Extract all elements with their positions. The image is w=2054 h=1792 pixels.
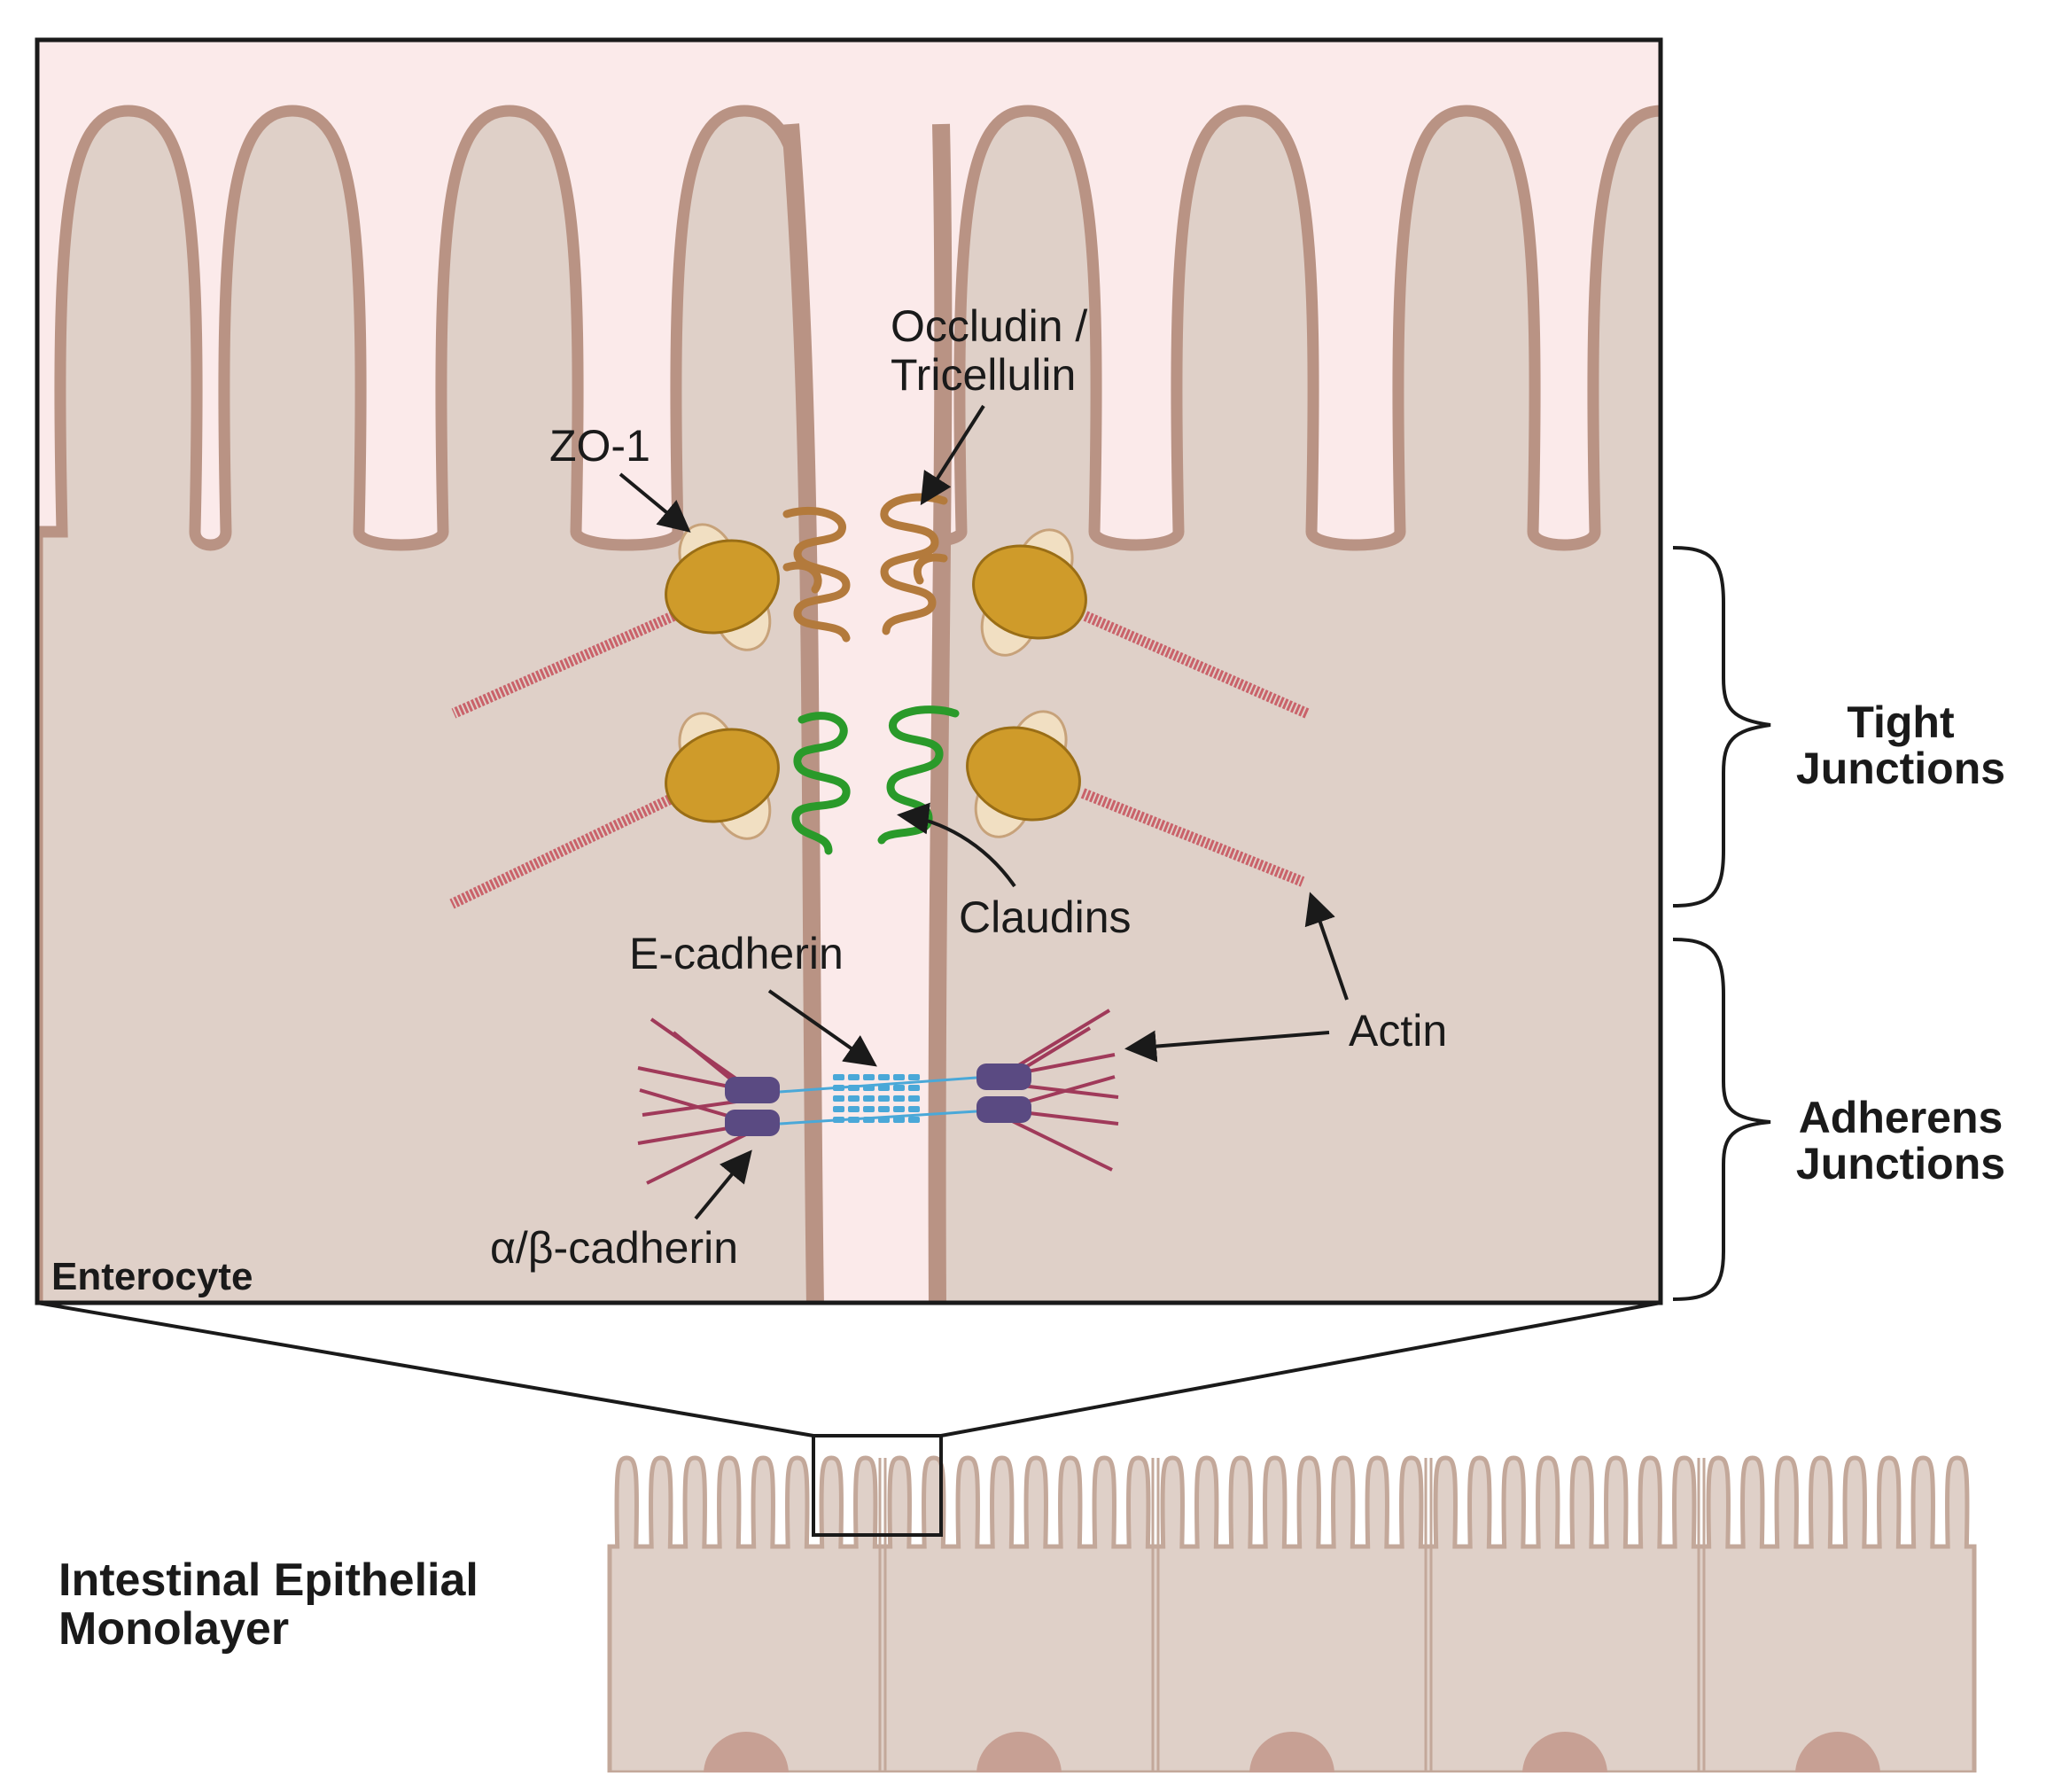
e-cadherin-bead [878, 1085, 890, 1091]
alpha-beta-cadherin-block [725, 1077, 780, 1103]
cell-border [1424, 1458, 1433, 1773]
e-cadherin-bead [833, 1095, 844, 1102]
e-cadherin-bead [893, 1117, 905, 1123]
e-cadherin-bead [878, 1106, 890, 1112]
label-actin: Actin [1349, 1006, 1447, 1056]
label-adherens-line2: Junctions [1796, 1139, 2005, 1188]
zoom-region-box [812, 1434, 943, 1537]
epithelial-monolayer [607, 1434, 1977, 1773]
label-zo1: ZO-1 [549, 421, 650, 471]
zo1-protein [966, 710, 1081, 838]
zo1-protein [665, 523, 780, 651]
actin-filament [1083, 611, 1310, 719]
e-cadherin-bead [878, 1074, 890, 1080]
cell-border [1697, 1458, 1706, 1773]
tight-junctions-brace [1672, 546, 1771, 908]
enterocyte-zoom-panel [35, 37, 1663, 1305]
e-cadherin-bead [833, 1074, 844, 1080]
intercellular-space [790, 124, 944, 1303]
arrow-ab-cadherin [694, 1149, 752, 1220]
monolayer-cells [607, 1455, 1977, 1773]
nucleus [1522, 1732, 1607, 1773]
e-cadherin-bead [878, 1095, 890, 1102]
e-cadherin-strands [779, 1074, 977, 1126]
label-arrows [619, 404, 1349, 1220]
actin-filament [1080, 788, 1305, 887]
zoom-connector-right [940, 1301, 1661, 1437]
arrow-claudins [897, 802, 1016, 888]
arrow-actin-aj [1124, 1030, 1330, 1063]
cell-borders [878, 1458, 1706, 1773]
e-cadherin-bead [863, 1074, 875, 1080]
e-cadherin-bead [893, 1095, 905, 1102]
e-cadherin-bead [833, 1106, 844, 1112]
actin-filament [451, 611, 676, 719]
e-cadherin-bead [848, 1095, 860, 1102]
e-cadherin-bead [863, 1085, 875, 1091]
label-ecadherin: E-cadherin [629, 929, 844, 978]
e-cadherin-bead [908, 1106, 920, 1112]
label-monolayer-line2: Monolayer [58, 1603, 289, 1655]
nucleus [1795, 1732, 1880, 1773]
arrow-ecadherin [767, 989, 877, 1067]
label-tight-line2: Junctions [1796, 744, 2005, 793]
e-cadherin-bead [848, 1106, 860, 1112]
nucleus [976, 1732, 1062, 1773]
e-cadherin-bead [848, 1085, 860, 1091]
e-cadherin-bead [908, 1117, 920, 1123]
nuclei [704, 1732, 1880, 1773]
label-claudins: Claudins [959, 892, 1132, 942]
label-adherens-line1: Adherens [1799, 1093, 2003, 1142]
zoom-connector-left [36, 1301, 814, 1437]
alpha-beta-cadherin-block [725, 1110, 780, 1136]
arrow-occludin [920, 404, 985, 506]
e-cadherin-bead [833, 1085, 844, 1091]
tight-junction-lower [449, 705, 1305, 909]
label-enterocyte: Enterocyte [51, 1255, 253, 1298]
adherens-junction [637, 1009, 1119, 1185]
e-cadherin-bead [878, 1117, 890, 1123]
e-cadherin-bead [848, 1074, 860, 1080]
e-cadherin-bead [908, 1074, 920, 1080]
e-cadherin-bead [893, 1085, 905, 1091]
label-monolayer-line1: Intestinal Epithelial [58, 1554, 478, 1606]
cell-border [878, 1458, 887, 1773]
nucleus [1249, 1732, 1334, 1773]
adherens-junctions-brace [1672, 938, 1771, 1301]
label-ab-cadherin: α/β-cadherin [490, 1223, 738, 1273]
e-cadherin-bead [848, 1117, 860, 1123]
e-cadherin-bead [863, 1095, 875, 1102]
actin-filament [449, 792, 676, 909]
zo1-protein [665, 712, 780, 840]
cell-border [1151, 1458, 1160, 1773]
alpha-beta-cadherin-block [976, 1096, 1031, 1123]
alpha-beta-cadherin-block [976, 1064, 1031, 1090]
label-occludin-line1: Occludin / [891, 301, 1087, 351]
tight-junction-upper [451, 493, 1310, 719]
arrow-actin-tj [1304, 892, 1349, 1001]
e-cadherin-bead [908, 1095, 920, 1102]
label-tight-line1: Tight [1847, 697, 1955, 747]
nucleus [704, 1732, 789, 1773]
occludin-strands [782, 493, 948, 643]
label-occludin-line2: Tricellulin [891, 350, 1076, 400]
arrow-zo1 [619, 472, 691, 533]
right-cell-membrane [928, 123, 953, 1303]
zoom-panel-frame [35, 37, 1663, 1305]
e-cadherin-bead [863, 1117, 875, 1123]
zo1-protein [972, 528, 1087, 657]
e-cadherin-bead [893, 1106, 905, 1112]
e-cadherin-bead [863, 1106, 875, 1112]
e-cadherin-bead [833, 1117, 844, 1123]
e-cadherin-bead [893, 1074, 905, 1080]
e-cadherin-bead [908, 1085, 920, 1091]
